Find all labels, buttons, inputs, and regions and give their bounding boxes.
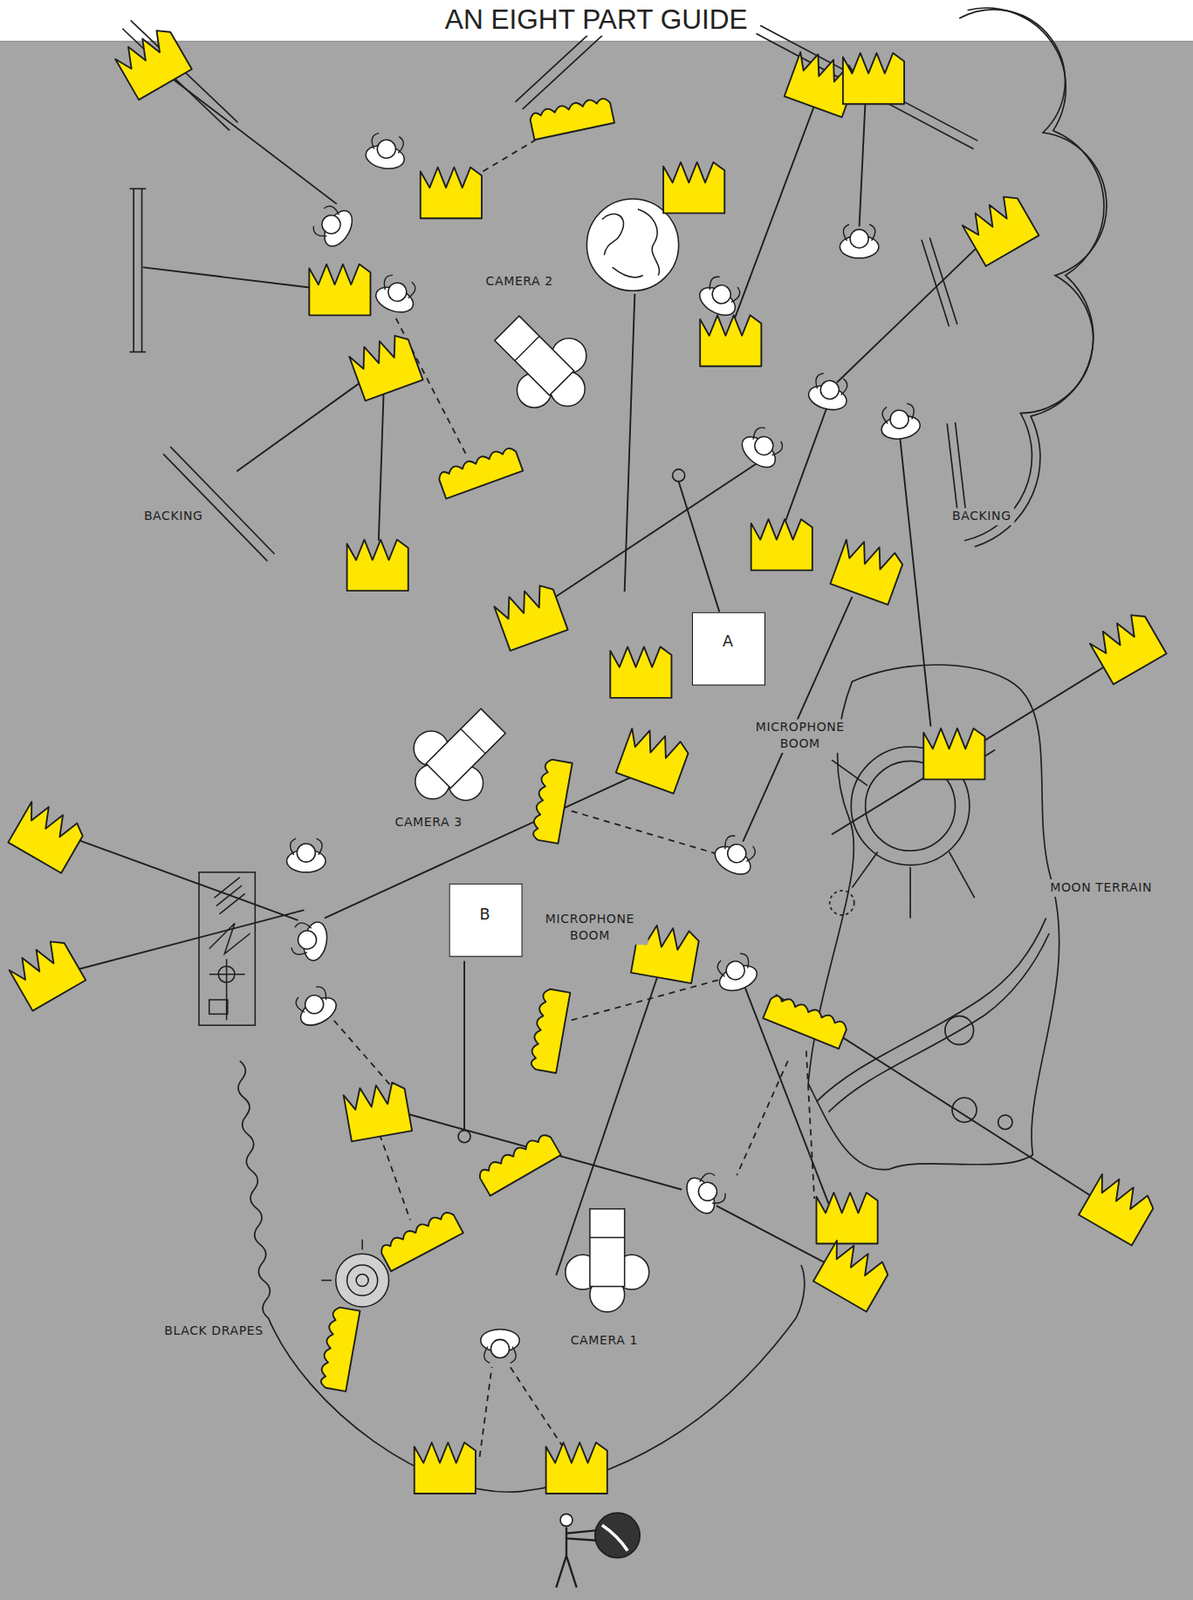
box-letter: A (722, 632, 734, 652)
microphone-boom-box: BMICROPHONE BOOM (449, 884, 523, 958)
title-text: AN EIGHT PART GUIDE (445, 4, 748, 36)
area-label: MOON TERRAIN (1047, 879, 1156, 898)
camera-label: CAMERA 1 (567, 1332, 641, 1351)
camera-label: CAMERA 3 (391, 814, 466, 832)
box-letter: B (479, 905, 491, 924)
backing-label: BACKING (140, 507, 206, 526)
boom-label: MICROPHONE BOOM (741, 719, 858, 754)
camera-label: CAMERA 2 (482, 273, 556, 291)
microphone-boom-box: AMICROPHONE BOOM (692, 612, 766, 686)
boom-label: MICROPHONE BOOM (531, 911, 648, 946)
backing-label: BACKING (949, 507, 1015, 526)
drape-label: BLACK DRAPES (161, 1323, 267, 1341)
